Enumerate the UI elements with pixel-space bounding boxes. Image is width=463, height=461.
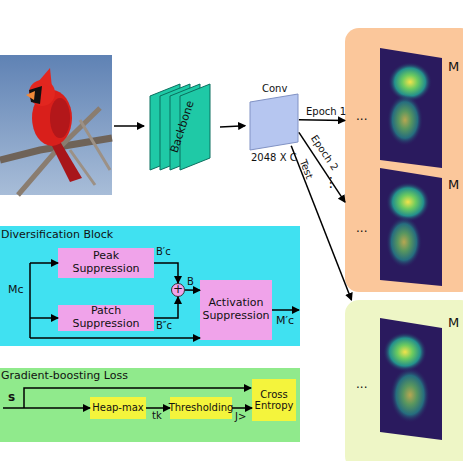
- node-label: Patch Suppression: [58, 305, 154, 330]
- node-label: M: [448, 316, 459, 331]
- heatmap-blob: [387, 94, 423, 146]
- text-holder: +: [171, 283, 185, 297]
- process-box: Patch Suppression: [58, 305, 154, 331]
- bird-tail: [50, 138, 82, 182]
- node-label: Peak Suppression: [58, 250, 154, 275]
- heatmap-frame: [380, 318, 442, 440]
- wire: [29, 263, 31, 338]
- connector-arrow: [232, 407, 252, 409]
- wire: [30, 262, 58, 264]
- text-holder: Patch Suppression: [58, 305, 154, 331]
- train-panel: M... M...: [345, 28, 463, 292]
- process-box: Peak Suppression: [58, 248, 154, 278]
- node-label: Gradient-boosting Loss: [1, 370, 128, 383]
- sum-node: +: [171, 283, 185, 297]
- node-label: Activation Suppression: [200, 297, 272, 322]
- photo-background: [0, 55, 112, 195]
- text-holder: Cross Entropy: [252, 379, 296, 421]
- node-text: ...: [356, 378, 367, 392]
- edge-label: Test: [298, 158, 315, 180]
- process-box: Cross Entropy: [252, 379, 296, 421]
- bird-wing: [50, 98, 70, 138]
- connector-arrow: [154, 297, 178, 318]
- connector-arrow: [146, 407, 170, 409]
- wire: [24, 388, 251, 408]
- connector-arrow: [299, 132, 345, 202]
- signal-label: ⋮: [324, 174, 338, 190]
- bird-crest: [38, 68, 52, 88]
- node-text: ...: [356, 222, 367, 236]
- heatmap-blob: [386, 216, 422, 268]
- text-holder: Peak Suppression: [58, 248, 154, 278]
- node-label: Cross Entropy: [252, 389, 296, 412]
- heatmap-frame: [380, 48, 442, 168]
- wire: [30, 337, 200, 339]
- text-holder: Activation Suppression: [200, 280, 272, 340]
- bird-beak: [26, 91, 35, 100]
- bird-head: [29, 80, 55, 106]
- process-box: Thresholding: [170, 397, 232, 419]
- text-holder: Heap-max: [90, 397, 146, 419]
- bird-mask: [29, 86, 42, 104]
- node-label: Diversification Block: [1, 229, 113, 242]
- wire: [3, 407, 90, 409]
- heatmap-blob: [383, 332, 427, 372]
- process-box: Heap-max: [90, 397, 146, 419]
- text-holder: Thresholding: [170, 397, 232, 419]
- backbone-block: Backbone: [146, 80, 220, 174]
- heatmap: [380, 48, 442, 168]
- connector-arrow: [299, 119, 345, 121]
- heatmap-blob: [390, 367, 430, 423]
- node-text: 2048 X C: [251, 152, 297, 164]
- connector-arrow: [185, 289, 200, 291]
- bird-body: [32, 90, 72, 146]
- node-text: M: [448, 178, 459, 193]
- heatmap-frame: [380, 168, 442, 286]
- wire: [30, 317, 58, 319]
- heatmap: [380, 168, 442, 286]
- test-panel: M...: [345, 300, 463, 461]
- node-text: ...: [356, 110, 367, 124]
- node-label: +: [173, 283, 183, 297]
- connector-arrow: [291, 146, 351, 300]
- loss-block: Gradient-boosting LossHeap-max Thresholdi…: [0, 368, 300, 442]
- heatmap: [380, 318, 442, 440]
- node-label: Conv: [262, 83, 287, 95]
- node-label: Heap-max: [92, 402, 144, 414]
- process-box: Activation Suppression: [200, 280, 272, 340]
- wire: [272, 309, 299, 311]
- sum-circle: [172, 284, 185, 297]
- heatmap-blob: [388, 62, 432, 102]
- branch: [0, 138, 112, 160]
- conv-layer: Conv 2048 X C: [240, 82, 304, 166]
- heatmap-blob: [386, 182, 430, 222]
- edge-label: Epoch 2: [309, 133, 341, 172]
- conv-plane: [250, 94, 298, 150]
- node-label: M: [448, 60, 459, 75]
- branch: [18, 108, 100, 195]
- branch: [70, 120, 110, 185]
- connector-arrow: [154, 263, 178, 283]
- diversification-block: Diversification BlockPeak SuppressionPat…: [0, 226, 300, 346]
- bird-photo: [0, 55, 112, 195]
- input-arrow: [114, 125, 144, 127]
- edge-label: Epoch 1: [306, 106, 346, 117]
- node-label: Thresholding: [169, 402, 234, 414]
- connector-arrow: [220, 126, 245, 127]
